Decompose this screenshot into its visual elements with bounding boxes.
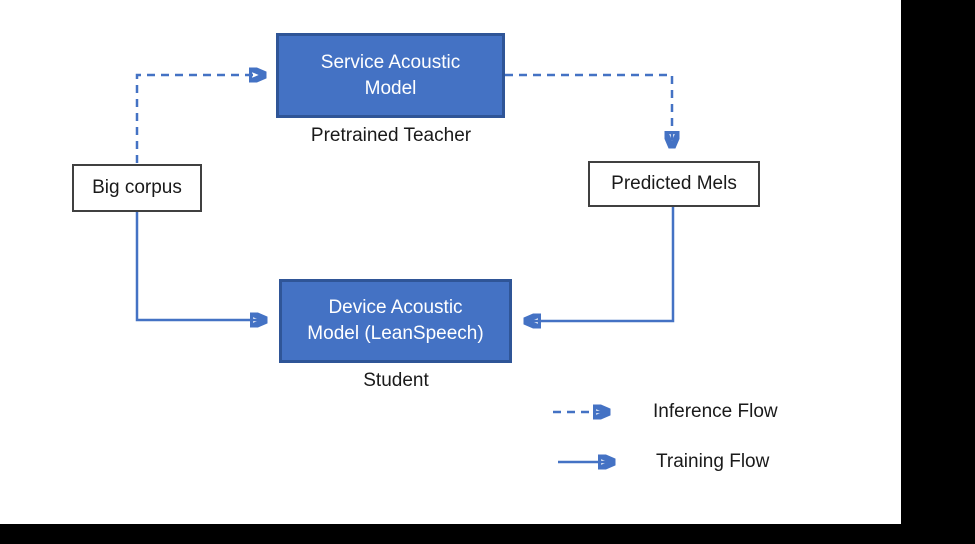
legend-inference-label: Inference Flow bbox=[653, 401, 778, 422]
student-caption: Student bbox=[363, 370, 429, 391]
service-acoustic-model-box: Service Acoustic Model bbox=[276, 33, 505, 118]
pretrained-teacher-caption: Pretrained Teacher bbox=[310, 125, 472, 146]
bottom-letterbox-bar bbox=[0, 524, 975, 544]
service-acoustic-model-line1: Service Acoustic bbox=[320, 51, 461, 73]
big-corpus-box: Big corpus bbox=[72, 164, 202, 212]
predicted-mels-box: Predicted Mels bbox=[588, 161, 760, 207]
big-corpus-label: Big corpus bbox=[92, 177, 182, 199]
device-acoustic-model-box: Device Acoustic Model (LeanSpeech) bbox=[279, 279, 512, 363]
predicted-mels-label: Predicted Mels bbox=[611, 173, 737, 195]
legend-training-label: Training Flow bbox=[656, 451, 770, 472]
device-acoustic-model-line2: Model (LeanSpeech) bbox=[307, 323, 484, 344]
device-acoustic-model-line1: Device Acoustic bbox=[328, 297, 463, 319]
service-acoustic-model-line2: Model bbox=[364, 77, 417, 99]
right-letterbox-bar bbox=[901, 0, 975, 544]
